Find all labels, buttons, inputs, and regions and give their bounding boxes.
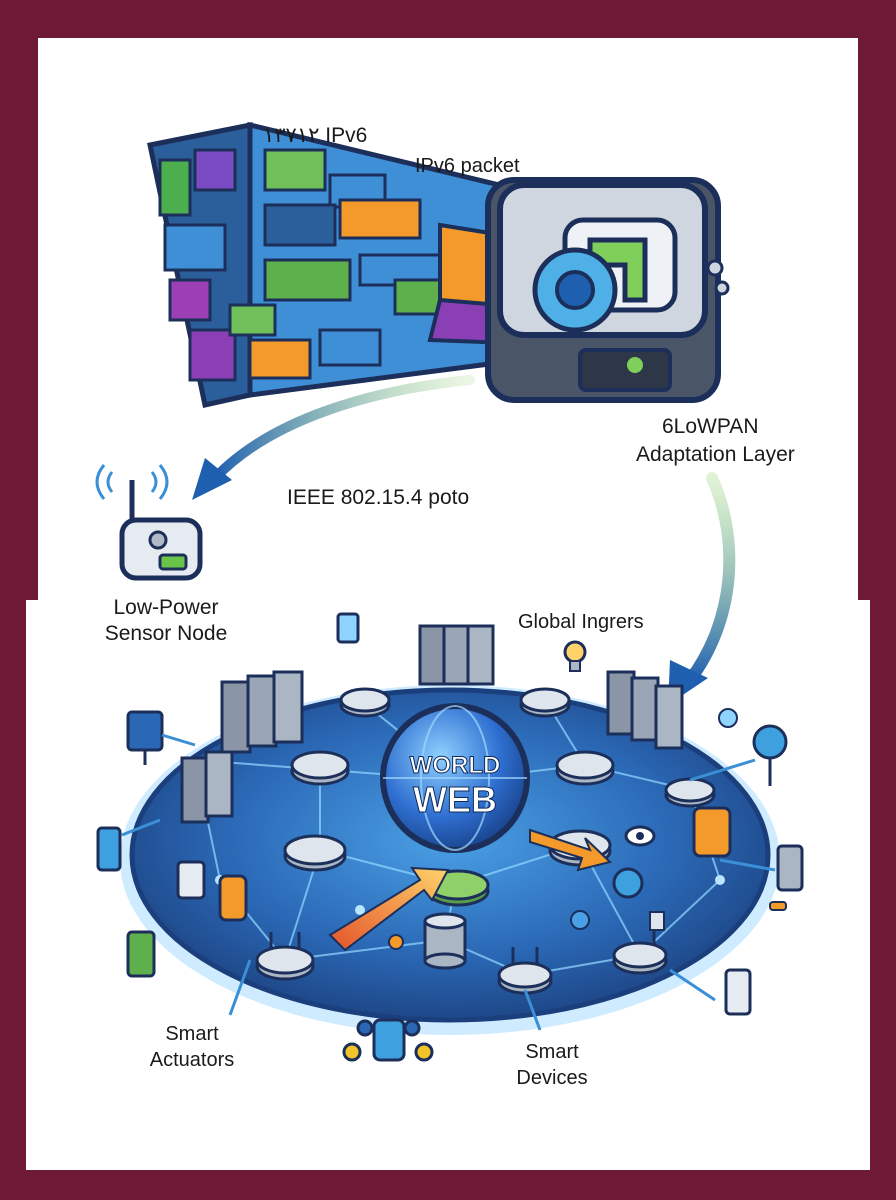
adaptation-layer-device: [485, 177, 730, 403]
smart-meter-icon: [692, 806, 732, 858]
router-icon: [519, 687, 571, 718]
data-flow-arrows: [328, 828, 612, 952]
globe-title-line1: WORLD: [410, 752, 501, 779]
phone-icon: [96, 826, 122, 872]
router-icon: [612, 915, 668, 975]
network-nodes: [215, 875, 725, 930]
actuators-label-line1: Smart: [165, 1023, 219, 1045]
battery-icon: [158, 553, 188, 571]
adaptation-label-line2: Adaptation Layer: [636, 443, 795, 466]
eye-icon: [624, 825, 656, 847]
server-rack-icon: [180, 750, 234, 824]
smart-switch-icon: [218, 874, 248, 922]
sensor-label-line2: Sensor Node: [104, 622, 228, 645]
router-icon: [339, 687, 391, 718]
database-icon: [423, 912, 467, 970]
globe-small-icon: [612, 867, 644, 899]
sensor-dot-icon: [388, 934, 404, 950]
tag-icon: [649, 911, 665, 931]
smart-plug-icon: [176, 860, 206, 900]
router-icon: [283, 834, 347, 872]
ipv6-packet-label: IPv6 packet: [415, 155, 520, 177]
packet-fields: [158, 148, 457, 382]
router-icon: [555, 750, 615, 786]
smart-sensor-icon: [724, 968, 752, 1016]
wireless-signal-icon: [95, 464, 169, 500]
servers: [180, 624, 684, 970]
hub-icon: [718, 708, 738, 728]
adaptation-label-line1: 6LoWPAN: [662, 415, 759, 438]
router-icon: [255, 932, 315, 981]
arrow-to-sensor: [192, 375, 475, 500]
router-icon: [664, 777, 716, 808]
server-rack-icon: [220, 670, 304, 754]
actuators-label-line2: Actuators: [149, 1049, 235, 1071]
router-icon: [497, 947, 553, 995]
ipv6-header-label: ۱۳۷۱۲ IPv6: [263, 124, 368, 147]
router-icon: [290, 750, 350, 786]
arrow-to-network: [668, 472, 736, 705]
sensor-label-line1: Low-Power: [113, 596, 219, 619]
devices-label-line1: Smart: [525, 1041, 579, 1063]
robot-actuator-icon: [342, 1018, 434, 1062]
lightbulb-icon: [563, 640, 587, 672]
server-rack-icon: [418, 624, 495, 686]
smart-bulb-icon: [776, 844, 804, 892]
ieee-label: IEEE 802.15.4 poto: [287, 486, 470, 509]
key-icon: [769, 901, 787, 911]
world-globe: WORLD WEB: [380, 703, 530, 853]
tablet-icon: [336, 612, 360, 644]
global-label: Global Ingrers: [518, 611, 644, 633]
battery-icon: [126, 930, 156, 978]
globe-device-icon: [752, 724, 788, 786]
monitor-icon: [126, 710, 164, 765]
globe-title-line2: WEB: [413, 779, 497, 820]
connector-arrows: [121, 733, 776, 1031]
devices-label-line2: Devices: [516, 1067, 588, 1089]
peripheral-devices: [96, 612, 804, 1062]
server-rack-icon: [606, 670, 684, 750]
sensor-node: [95, 464, 203, 581]
